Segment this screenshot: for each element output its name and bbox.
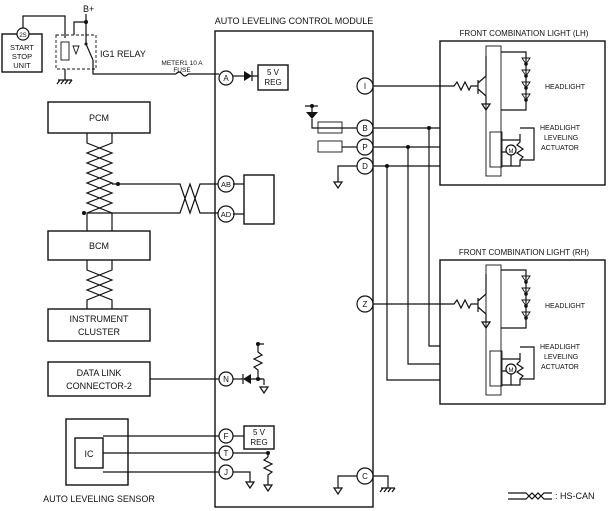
front-light-lh-title: FRONT COMBINATION LIGHT (LH) (460, 29, 589, 38)
svg-text:5 V: 5 V (267, 68, 280, 77)
svg-text:I: I (364, 82, 366, 91)
regulator-bottom (243, 425, 275, 450)
svg-text:B: B (362, 124, 367, 133)
svg-text:AB: AB (221, 180, 231, 189)
svg-text:T: T (224, 449, 229, 458)
svg-text:LEVELING: LEVELING (544, 354, 578, 361)
svg-text:CLUSTER: CLUSTER (78, 327, 121, 337)
bcm-box (47, 230, 151, 261)
sensor-label: AUTO LEVELING SENSOR (43, 494, 155, 504)
svg-text:REG: REG (264, 78, 281, 87)
svg-text:FUSE: FUSE (173, 67, 191, 74)
svg-text:5 V: 5 V (253, 428, 266, 437)
pcm-label: PCM (89, 113, 109, 123)
control-module-box (214, 30, 374, 508)
diode-b-icon (306, 112, 318, 119)
svg-text:REG: REG (250, 438, 267, 447)
svg-text:P: P (362, 143, 367, 152)
ig1-relay-label: IG1 RELAY (100, 49, 146, 59)
ic-label: IC (85, 449, 95, 459)
svg-text:D: D (362, 162, 368, 171)
fuse-symbol (175, 71, 189, 77)
svg-text:F: F (224, 432, 229, 441)
hs-can-legend-label: : HS-CAN (555, 491, 595, 501)
actuator-rh-label: HEADLIGHT (540, 344, 581, 351)
hs-can-legend-symbol (508, 492, 552, 500)
pin-a (218, 70, 234, 86)
svg-text:Z: Z (363, 300, 368, 309)
regulator-top (257, 64, 289, 91)
diode-icon (244, 71, 252, 81)
leveling-actuator-rh: M (489, 346, 535, 387)
fuse-label: METER1 10 A (161, 60, 203, 67)
ground-symbol (56, 79, 73, 85)
terminal-2s-label: 2S (19, 33, 26, 39)
control-module-title: AUTO LEVELING CONTROL MODULE (215, 16, 374, 26)
instrument-cluster-label: INSTRUMENT (70, 314, 129, 324)
svg-text:LEVELING: LEVELING (544, 135, 578, 142)
start-stop-unit: 2S START STOP UNIT (1, 27, 43, 73)
front-light-rh-box (439, 259, 606, 405)
svg-text:M: M (509, 368, 514, 374)
diode-n-icon (243, 374, 251, 384)
svg-text:START: START (10, 43, 34, 52)
headlight-rh-label: HEADLIGHT (545, 303, 586, 310)
svg-text:CONNECTOR-2: CONNECTOR-2 (66, 381, 132, 391)
actuator-lh-label: HEADLIGHT (540, 125, 581, 132)
svg-text:UNIT: UNIT (13, 61, 31, 70)
svg-text:ACTUATOR: ACTUATOR (541, 145, 579, 152)
svg-text:J: J (224, 468, 228, 477)
pcm-box (47, 101, 151, 134)
dlc-label: DATA LINK (77, 368, 122, 378)
front-light-rh-title: FRONT COMBINATION LIGHT (RH) (459, 248, 590, 257)
front-light-lh-box (439, 40, 606, 186)
ic-box (74, 437, 104, 469)
battery-label: B+ (83, 4, 94, 14)
instrument-cluster-box (47, 308, 151, 342)
data-link-connector-box (47, 361, 151, 397)
can-transceiver-block (243, 174, 275, 225)
hs-can-twisted-pair (82, 133, 219, 309)
svg-text:M: M (509, 149, 514, 155)
bcm-label: BCM (89, 241, 109, 251)
ig1-relay (55, 34, 97, 70)
svg-text:ACTUATOR: ACTUATOR (541, 364, 579, 371)
headlight-lh-label: HEADLIGHT (545, 84, 586, 91)
svg-text:AD: AD (221, 210, 232, 219)
headlight-rh-circuit (440, 264, 531, 396)
svg-text:A: A (223, 74, 229, 83)
svg-text:STOP: STOP (12, 52, 32, 61)
leveling-actuator-lh: M (489, 127, 535, 168)
headlight-lh-circuit (440, 45, 531, 177)
svg-text:N: N (223, 375, 229, 384)
svg-text:C: C (362, 472, 368, 481)
resistor-b (317, 121, 343, 134)
